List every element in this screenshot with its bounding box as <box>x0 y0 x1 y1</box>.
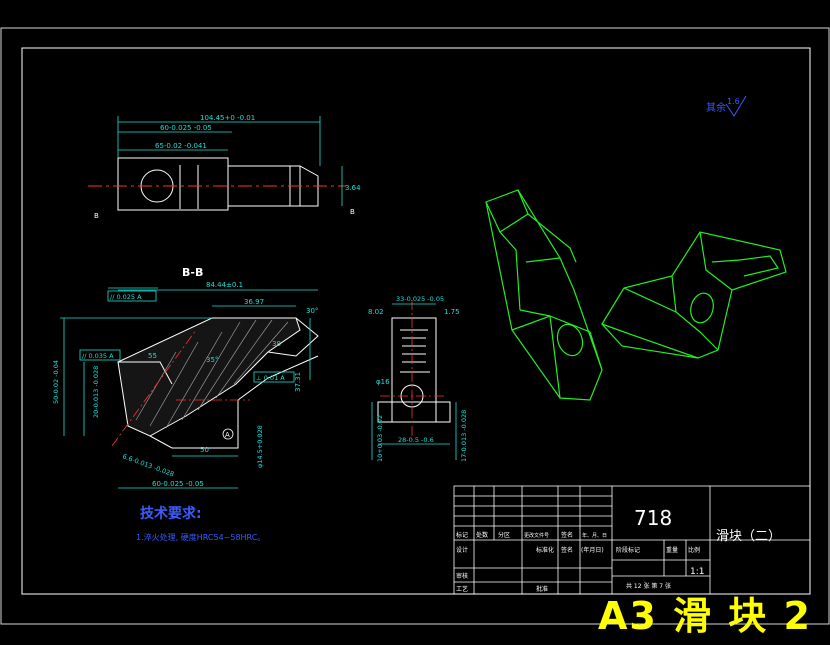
dim-3731: 37.31 <box>294 372 302 392</box>
dim-38: 38 <box>272 340 281 348</box>
datum-label: A <box>225 431 230 439</box>
inner-border <box>21 47 811 595</box>
dim-bottom: 6.6-0.013 -0.028 <box>121 452 175 478</box>
section-dims <box>60 287 318 489</box>
dim-top-d4: 3.64 <box>345 184 361 192</box>
dim-side-bottom: 28-0.5 -0.6 <box>398 436 434 444</box>
outer-border <box>0 27 830 625</box>
dim-60: 60-0.025 -0.05 <box>152 480 204 488</box>
col-zone: 分区 <box>498 531 510 539</box>
row-date: (年月日) <box>581 546 604 554</box>
frame-perp: ⊥ 0.01 A <box>256 374 285 382</box>
side-view-base <box>377 401 451 423</box>
title-block <box>453 485 811 595</box>
dim-side-right: 1.75 <box>444 308 460 316</box>
dim-top-d1: 104.45+0 -0.01 <box>200 114 255 122</box>
col-mark: 标记 <box>456 531 468 539</box>
sheet-info: 共 12 张 第 7 张 <box>626 582 671 590</box>
roughness-prefix: 其余 <box>706 101 726 114</box>
dim-overall: 84.44±0.1 <box>206 281 243 289</box>
iso-view-left <box>485 189 603 401</box>
dim-side-height-left: 10+0.03 -0.02 <box>376 415 384 462</box>
dim-55: 55 <box>148 352 157 360</box>
section-centerlines <box>111 329 250 447</box>
part-number: 718 <box>634 506 672 530</box>
row-design: 设计 <box>456 546 468 554</box>
top-view-arm <box>228 165 319 207</box>
scale-value: 1:1 <box>690 567 704 577</box>
col-sign: 签名 <box>561 531 573 539</box>
iso-view-right <box>601 231 787 359</box>
cut-marker-right: B <box>350 208 355 216</box>
cut-marker-left: B <box>94 212 99 220</box>
dim-left1: 50-0.02 -0.04 <box>52 360 60 404</box>
top-view <box>117 157 319 211</box>
notes-line1: 1.淬火处理, 硬度HRC54~58HRC。 <box>136 532 265 542</box>
dim-30deg: 30° <box>306 307 318 315</box>
frame-parallel-top: // 0.025 A <box>110 293 142 301</box>
row-approve: 批准 <box>536 585 548 593</box>
dim-35deg: 35° <box>206 356 218 364</box>
section-hatch <box>135 319 289 429</box>
col-date: 年、月、日 <box>582 532 607 539</box>
roughness-symbol <box>725 95 747 117</box>
dim-side-left: 8.02 <box>368 308 384 316</box>
dim-top-d2: 60-0.025 -0.05 <box>160 124 212 132</box>
row-stage: 阶段标记 <box>616 546 640 554</box>
row-ratio: 比例 <box>688 546 700 554</box>
roughness-value: 1.6 <box>727 97 740 106</box>
row-weight: 重量 <box>666 546 678 554</box>
dim-top-d3: 65-0.02 -0.041 <box>155 142 207 150</box>
top-view-dims <box>117 116 343 206</box>
side-view-dims <box>371 303 457 460</box>
dim-mid: φ14.5+0.028 <box>256 425 264 468</box>
dim-left2: 20-0.013 -0.028 <box>92 366 100 418</box>
side-view <box>377 317 451 423</box>
notes-title: 技术要求: <box>140 505 202 522</box>
section-label: B-B <box>182 266 203 279</box>
row-process: 工艺 <box>456 585 468 593</box>
frame-parallel-mid: // 0.035 A <box>82 352 114 360</box>
dim-side-top: 33-0.025 -0.05 <box>396 295 444 303</box>
top-view-block <box>117 157 229 211</box>
dim-side-height-right: 17-0.013 -0.028 <box>460 410 468 462</box>
col-count: 处数 <box>476 531 488 539</box>
side-view-centerlines <box>380 300 444 440</box>
sheet-caption: A3 滑 块 2 <box>598 594 812 638</box>
dim-3697: 36.97 <box>244 298 264 306</box>
dim-50: 50 <box>200 446 209 454</box>
row-std: 标准化 <box>536 546 554 554</box>
row-sign: 签名 <box>561 546 573 554</box>
section-view <box>117 317 319 449</box>
datum-circle <box>222 428 234 440</box>
row-review: 审核 <box>456 572 468 580</box>
dim-side-phi: φ16 <box>376 378 390 386</box>
part-name: 滑块（二） <box>716 529 781 544</box>
col-doc: 更改文件号 <box>524 532 549 539</box>
